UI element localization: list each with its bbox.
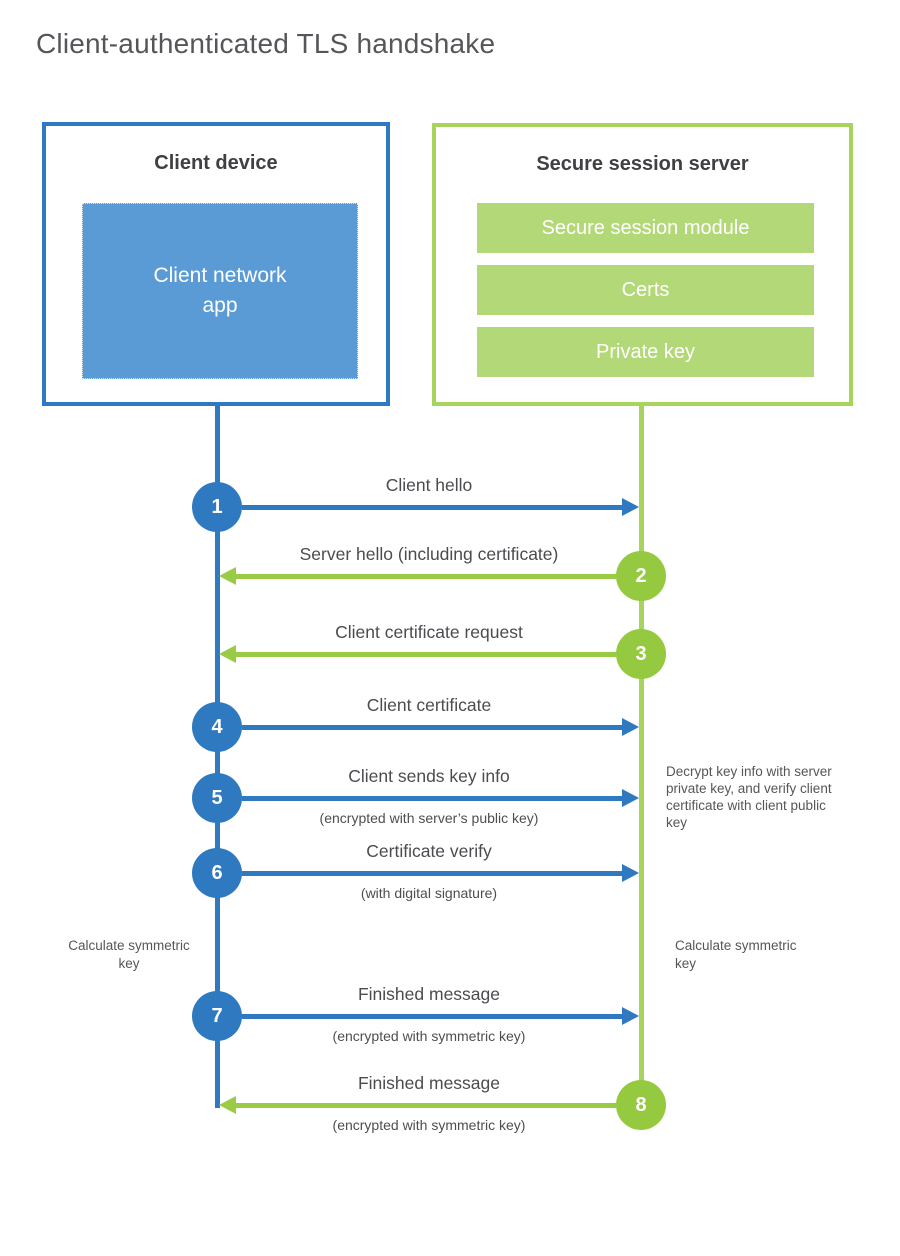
arrow-right-icon	[622, 789, 639, 807]
secure-session-server-box: Secure session server Secure session mod…	[432, 123, 853, 406]
step-number-badge: 7	[192, 991, 242, 1041]
server-module-certs: Certs	[477, 265, 814, 315]
arrow-shaft	[242, 1014, 624, 1019]
page-title: Client-authenticated TLS handshake	[36, 28, 496, 59]
arrow-right-icon	[622, 864, 639, 882]
step-number-badge: 3	[616, 629, 666, 679]
arrow-left-icon	[219, 1096, 236, 1114]
message-label: Client certificate request	[335, 622, 523, 642]
client-device-box: Client device Client network app	[42, 122, 390, 406]
arrow-shaft	[242, 505, 624, 510]
arrow-shaft	[242, 796, 624, 801]
secure-session-server-title: Secure session server	[536, 153, 749, 175]
step-number-badge: 1	[192, 482, 242, 532]
step-number-badge: 5	[192, 773, 242, 823]
message-label: Certificate verify	[366, 841, 492, 861]
arrow-shaft	[234, 1103, 616, 1108]
server-decrypt-note: Decrypt key info with server private key…	[666, 764, 832, 830]
server-lifeline	[639, 403, 644, 1105]
arrow-shaft	[242, 871, 624, 876]
message-label: Client sends key info	[348, 766, 510, 786]
message-label: Server hello (including certificate)	[299, 544, 559, 564]
message-sub-label: (with digital signature)	[360, 885, 498, 901]
message-sub-label: (encrypted with symmetric key)	[332, 1117, 526, 1133]
message-label: Finished message	[357, 984, 501, 1004]
arrow-left-icon	[219, 567, 236, 585]
arrow-right-icon	[622, 498, 639, 516]
server-module-secure-session-module: Secure session module	[477, 203, 814, 253]
arrow-right-icon	[622, 718, 639, 736]
arrow-shaft	[234, 652, 616, 657]
step-number-badge: 8	[616, 1080, 666, 1130]
message-label: Client hello	[385, 475, 473, 495]
arrow-left-icon	[219, 645, 236, 663]
client-lifeline	[215, 403, 220, 1108]
message-sub-label: (encrypted with symmetric key)	[332, 1028, 526, 1044]
message-sub-label: (encrypted with server’s public key)	[319, 810, 539, 826]
server-module-private-key: Private key	[477, 327, 814, 377]
step-number-badge: 4	[192, 702, 242, 752]
client-device-title: Client device	[154, 152, 278, 174]
message-label: Client certificate	[366, 695, 492, 715]
arrow-shaft	[242, 725, 624, 730]
client-calculate-symmetric-key-note: Calculate symmetric key	[68, 938, 190, 971]
arrow-shaft	[234, 574, 616, 579]
message-label: Finished message	[357, 1073, 501, 1093]
step-number-badge: 6	[192, 848, 242, 898]
server-calculate-symmetric-key-note: Calculate symmetric key	[675, 938, 797, 971]
client-network-app-box: Client network app	[82, 203, 358, 379]
arrow-right-icon	[622, 1007, 639, 1025]
step-number-badge: 2	[616, 551, 666, 601]
